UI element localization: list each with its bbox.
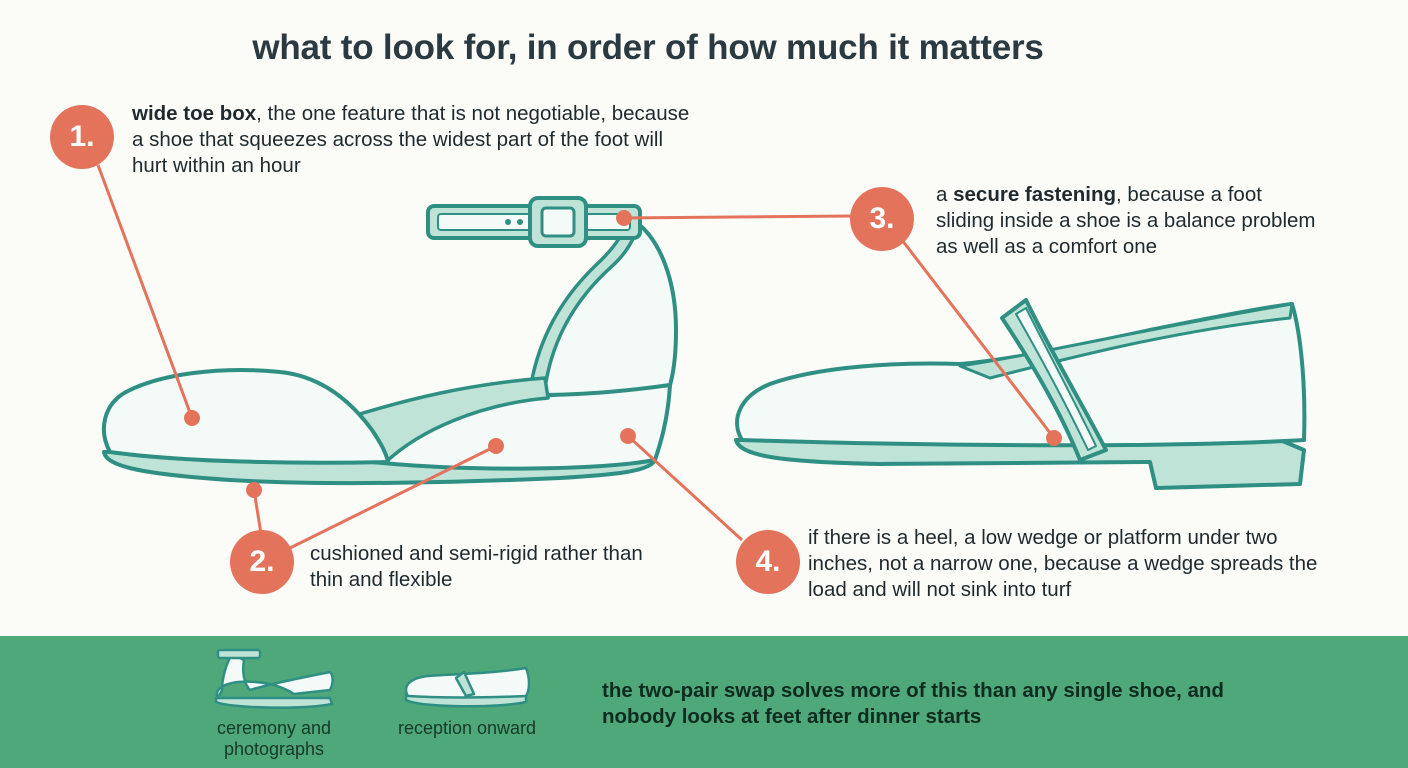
- callout-text-4: if there is a heel, a low wedge or platf…: [808, 526, 1318, 601]
- callout-1-body: , the one feature that is not negotiable…: [132, 102, 690, 177]
- callout-text-3: a secure fastening, because a foot slidi…: [936, 182, 1316, 260]
- footer-message: the two-pair swap solves more of this th…: [602, 679, 1224, 728]
- callout-3-bold: secure fastening: [953, 183, 1117, 206]
- callout-badge-1: 1.: [50, 105, 114, 169]
- page-title: what to look for, in order of how much i…: [252, 28, 1044, 67]
- footer-mary-jane-icon: [404, 666, 531, 708]
- flat-mary-jane-icon: [734, 298, 1307, 490]
- callout-1-bold: wide toe box: [132, 102, 257, 125]
- callout-3-body: , because a foot sliding inside a shoe i…: [936, 183, 1316, 258]
- callout-leader-lines: [96, 164, 1056, 550]
- shoe-illustrations: [96, 164, 1307, 550]
- callout-badge-3: 3.: [850, 187, 914, 251]
- callout-badge-4: 4.: [736, 530, 800, 594]
- callout-text-1: wide toe box, the one feature that is no…: [132, 101, 692, 179]
- footer-wedge-sandal-icon: [214, 648, 334, 709]
- callout-anchor-dots: [184, 210, 1062, 498]
- callout-3-lead: a: [936, 183, 954, 206]
- wedge-sandal-icon: [101, 196, 678, 486]
- footer-pair-label-2: reception onward: [397, 718, 537, 738]
- callout-badge-2: 2.: [230, 530, 294, 594]
- footer-pair-label-1: ceremony and photographs: [216, 718, 332, 759]
- callout-text-2: cushioned and semi-rigid rather than thi…: [310, 542, 643, 591]
